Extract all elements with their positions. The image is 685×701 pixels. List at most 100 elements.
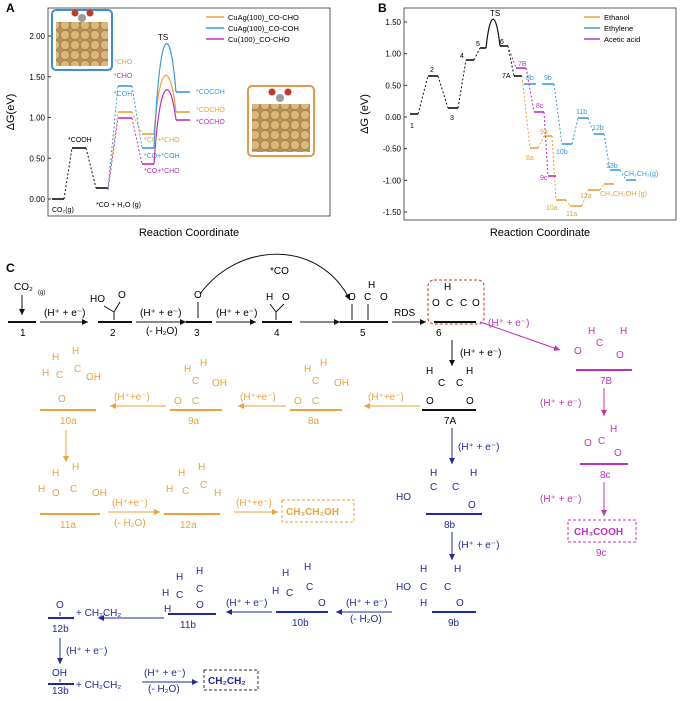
svg-text:H: H — [72, 346, 79, 357]
svg-text:9a: 9a — [188, 416, 200, 427]
svg-text:1: 1 — [410, 123, 414, 130]
svg-text:H: H — [466, 366, 473, 377]
svg-text:4: 4 — [460, 53, 464, 60]
svg-text:C: C — [312, 396, 319, 407]
svg-text:H: H — [368, 280, 375, 291]
svg-text:H: H — [610, 424, 617, 435]
step-9b: H H HO C C H O 9b — [396, 564, 476, 629]
svg-text:C: C — [598, 436, 605, 447]
svg-text:OH: OH — [86, 372, 101, 383]
svg-text:O: O — [348, 292, 356, 303]
panel-b-ylabel: ΔG (eV) — [359, 94, 371, 134]
arrow-co-curve — [199, 253, 351, 301]
svg-text:O: O — [58, 394, 66, 405]
label-hpe-6-7b: (H⁺ + e⁻) — [488, 318, 529, 329]
svg-text:H: H — [196, 566, 203, 577]
svg-text:3: 3 — [194, 328, 200, 339]
panel-b-chart: -1.50-1.00-0.500.000.501.001.50 ΔG (eV) … — [359, 7, 677, 239]
svg-text:7A: 7A — [444, 416, 457, 427]
label-mh2o-13b: (- H₂O) — [148, 684, 180, 695]
svg-text:10b: 10b — [556, 149, 568, 156]
svg-text:TS: TS — [490, 9, 500, 18]
label-co: *CO — [270, 266, 289, 277]
panel-a-label: A — [6, 1, 15, 15]
svg-text:CO₂: CO₂ — [14, 282, 33, 293]
svg-text:7B: 7B — [600, 376, 613, 387]
label-hpe-3: (H⁺ + e⁻) — [216, 308, 257, 319]
svg-text:H: H — [176, 572, 183, 583]
svg-text:O: O — [56, 600, 64, 611]
svg-text:O: O — [118, 290, 126, 301]
step-7b: H H O C O 7B — [574, 326, 632, 387]
svg-text:O: O — [574, 346, 582, 357]
panel-b-legend: Ethanol Ethylene Acetic acid — [584, 13, 640, 44]
panel-a-tick-label: 1.00 — [29, 114, 45, 123]
svg-text:H: H — [272, 586, 279, 597]
inset-coh-carbon — [78, 14, 86, 22]
svg-text:H: H — [454, 564, 461, 575]
svg-text:H: H — [52, 352, 59, 363]
svg-text:CO₂(g): CO₂(g) — [52, 207, 74, 214]
svg-text:O: O — [426, 396, 434, 407]
legend-b-2: Ethylene — [604, 24, 633, 33]
svg-text:+ CH₂CH₂: + CH₂CH₂ — [76, 608, 121, 619]
step-11b: H H H C C O H 11b — [162, 566, 216, 631]
label-hpe-6-7a: (H⁺ + e⁻) — [460, 348, 501, 359]
panel-c-scheme: CO₂ (g) 1 (H⁺ + e⁻) HO O 2 (H⁺ + e⁻) (- … — [8, 253, 637, 697]
svg-text:H: H — [38, 484, 45, 495]
step-9a: H H C OH O C 9a — [170, 358, 227, 427]
panel-b-tick-label: -1.00 — [383, 176, 402, 185]
svg-text:*COOH: *COOH — [68, 137, 92, 144]
svg-text:C: C — [182, 486, 189, 497]
svg-text:+ CH₂CH₂: + CH₂CH₂ — [76, 680, 121, 691]
legend-a-1: CuAg(100)_CO-CHO — [228, 13, 299, 22]
panel-a-path-black — [52, 147, 108, 200]
inset-cho-oxygen — [268, 88, 276, 96]
panel-a-tick-label: 0.00 — [29, 195, 45, 204]
svg-text:O: O — [196, 600, 204, 611]
svg-text:H: H — [72, 462, 79, 473]
svg-text:*CO+*CHO: *CO+*CHO — [144, 168, 180, 175]
svg-text:5: 5 — [476, 41, 480, 48]
inset-coh-oxygen — [71, 9, 79, 17]
svg-text:9b: 9b — [544, 75, 552, 82]
panel-a-tick-label: 1.50 — [29, 73, 45, 82]
svg-text:C: C — [70, 484, 77, 495]
svg-text:H: H — [266, 292, 273, 303]
panel-b-tick-label: -0.50 — [383, 145, 402, 154]
step-5: O C O H 5 — [340, 280, 388, 339]
svg-text:C: C — [312, 376, 319, 387]
panel-b-path-orange — [521, 75, 614, 207]
svg-text:(g): (g) — [38, 290, 45, 296]
inset-coh-oxygen2 — [86, 9, 94, 17]
svg-text:*COCHO: *COCHO — [196, 107, 225, 114]
label-mh2o-11a: (- H₂O) — [114, 518, 146, 529]
svg-text:H: H — [430, 468, 437, 479]
svg-text:C: C — [196, 584, 203, 595]
panel-b-label: B — [378, 1, 387, 15]
svg-text:C: C — [444, 582, 451, 593]
panel-b-tick-label: 0.00 — [385, 113, 401, 122]
svg-text:*CO + H₂O (g): *CO + H₂O (g) — [96, 202, 141, 209]
svg-text:O: O — [432, 298, 440, 309]
panel-a-annotations: CO₂(g) *COOH *CO + H₂O (g) *CHO *CHO *CO… — [52, 33, 225, 214]
svg-text:HO: HO — [396, 582, 411, 593]
svg-text:9a: 9a — [540, 129, 548, 136]
svg-text:9c: 9c — [540, 175, 548, 182]
svg-text:4: 4 — [274, 328, 280, 339]
panel-b-tick-label: 1.00 — [385, 50, 401, 59]
svg-text:*COCHO: *COCHO — [196, 119, 225, 126]
label-hpe-12b-13b: (H⁺ + e⁻) — [66, 646, 107, 657]
panel-b-path-blue — [524, 83, 636, 181]
svg-text:H: H — [620, 326, 627, 337]
step-10a: H H H C C OH O 10a — [40, 346, 101, 427]
svg-text:H: H — [420, 564, 427, 575]
panel-a-chart: 0.000.501.001.502.00 ΔG(eV) Reaction Coo… — [5, 7, 331, 239]
svg-text:H: H — [320, 358, 327, 369]
inset-cho-carbon — [276, 94, 284, 102]
svg-text:CH₂CH₂: CH₂CH₂ — [208, 676, 246, 687]
svg-text:O: O — [614, 448, 622, 459]
label-hpe-8b-9b: (H⁺ + e⁻) — [458, 540, 499, 551]
svg-text:*CHO: *CHO — [114, 73, 133, 80]
step-8b: H H HO C C O 8b — [396, 468, 482, 531]
